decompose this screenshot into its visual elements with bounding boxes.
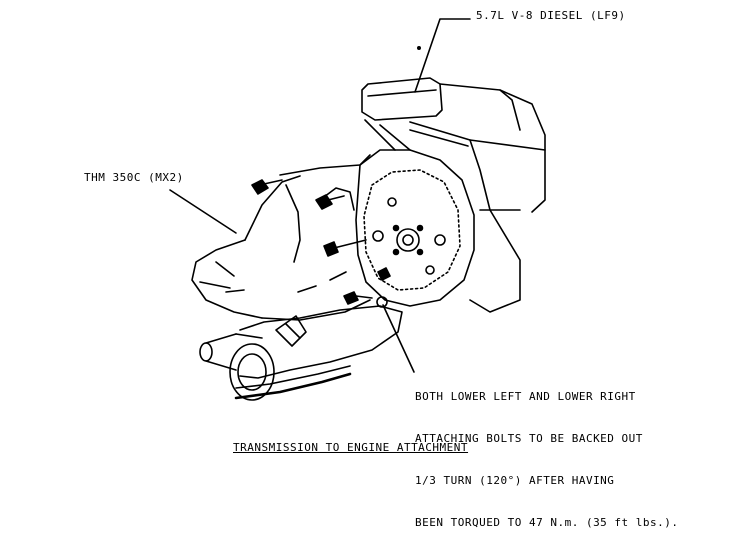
transmission-leader-line: [169, 189, 237, 234]
transmission-label: THM 350C (MX2): [84, 171, 184, 184]
bolt-note-line: ATTACHING BOLTS TO BE BACKED OUT: [415, 432, 643, 445]
detail-marks: [225, 45, 421, 293]
bolt-lower-right: [377, 267, 391, 281]
bolt-upper-mid: [315, 194, 345, 210]
torque-converter-hub: [387, 197, 446, 275]
bolt-note-line: 1/3 TURN (120°) AFTER HAVING: [415, 474, 615, 487]
bolt-note-line: BOTH LOWER LEFT AND LOWER RIGHT: [415, 390, 636, 403]
bolt-note-line: BEEN TORQUED TO 47 N.m. (35 ft lbs.).: [415, 516, 679, 529]
engine-label: 5.7L V-8 DIESEL (LF9): [476, 9, 626, 22]
oil-pan: [234, 305, 403, 400]
bolt-lower-left: [343, 291, 388, 308]
bolt-upper-left: [251, 179, 283, 195]
diagram-caption: TRANSMISSION TO ENGINE ATTACHMENT: [233, 441, 469, 454]
bolt-mid: [323, 230, 384, 257]
extension-housing: [199, 333, 275, 401]
transmission-case: [191, 154, 371, 321]
engine-leader-line: [414, 18, 471, 93]
flywheel-housing: [355, 149, 475, 307]
engine-block: [361, 77, 546, 313]
note-leader-line: [382, 304, 415, 373]
transmission-engine-illustration: [169, 18, 546, 401]
